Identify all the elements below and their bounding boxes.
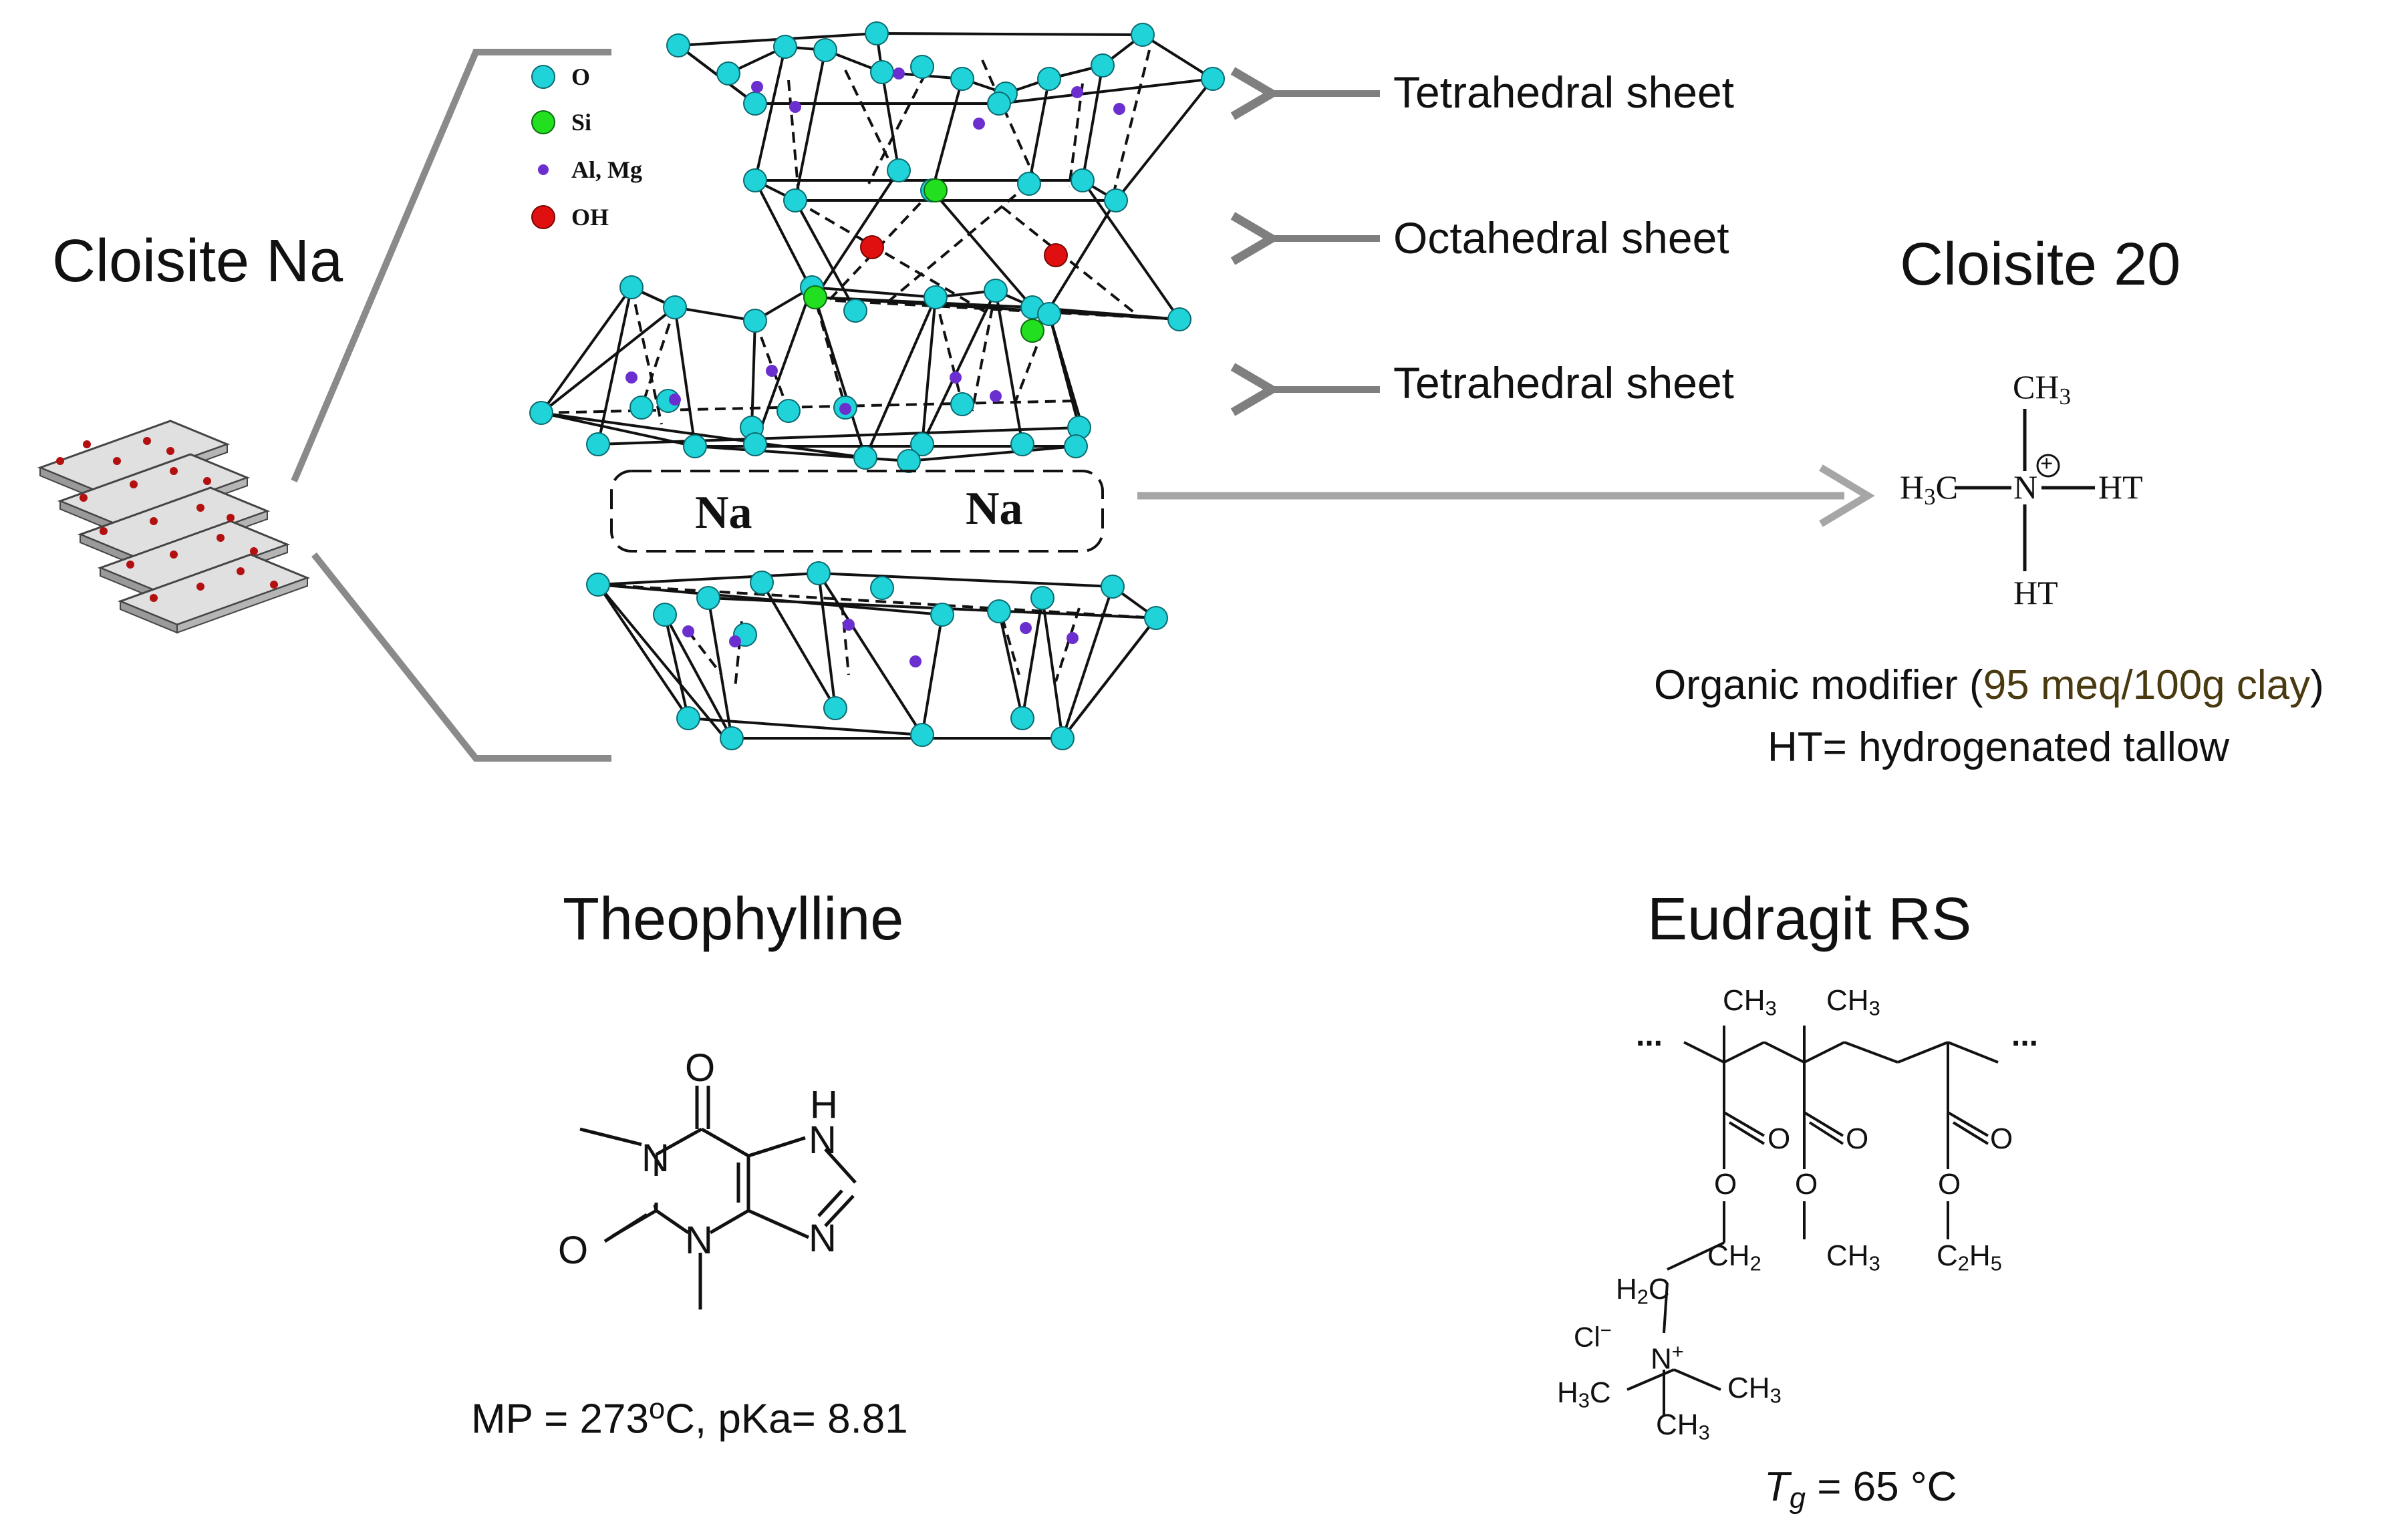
legend-o-label: O bbox=[571, 63, 591, 90]
eudragit-ch3-a: CH3 bbox=[1723, 984, 1777, 1020]
na-cation-right: Na bbox=[966, 483, 1023, 534]
theophylline-n1: N bbox=[642, 1136, 670, 1180]
legend-si-label: Si bbox=[571, 109, 592, 136]
modifier-value: 95 meq/100g clay bbox=[1983, 662, 2311, 708]
theophylline-o-top: O bbox=[685, 1046, 716, 1090]
eudragit-ch2: CH2 bbox=[1707, 1239, 1761, 1275]
eudragit-h3c: H3C bbox=[1557, 1376, 1611, 1412]
zoom-bracket bbox=[291, 49, 611, 482]
cloisite20-ht-bottom: HT bbox=[2013, 574, 2058, 611]
eudragit-ester-ch3: CH3 bbox=[1826, 1239, 1880, 1275]
legend-al-mg-label: Al, Mg bbox=[571, 156, 642, 183]
cloisite-na-title: Cloisite Na bbox=[52, 228, 343, 295]
theophylline-n7: N bbox=[809, 1118, 837, 1162]
clay-layer-bottom bbox=[586, 561, 1168, 750]
eudragit-c2h5: C2H5 bbox=[1937, 1239, 2002, 1275]
theophylline-n9: N bbox=[809, 1217, 837, 1260]
sheet-arrows bbox=[1266, 94, 1380, 390]
cloisite20-h3c: H3C bbox=[1900, 468, 1958, 510]
cloisite20-ch3: CH3 bbox=[2013, 368, 2071, 410]
clay-layer-top bbox=[529, 21, 1225, 473]
eudragit-n-ch3-bottom: CH3 bbox=[1656, 1408, 1710, 1444]
eudragit-ch3-b: CH3 bbox=[1826, 984, 1880, 1020]
theophylline-o-left: O bbox=[558, 1229, 589, 1272]
legend-si-swatch bbox=[531, 110, 555, 134]
eudragit-nitrogen: N+ bbox=[1651, 1340, 1684, 1376]
theophylline-properties: MP = 273oC, pKa= 8.81 bbox=[471, 1393, 908, 1442]
octahedral-sheet-label: Octahedral sheet bbox=[1393, 213, 1729, 263]
legend-oh-label: OH bbox=[571, 204, 609, 230]
eudragit-tg: Tg = 65 °C bbox=[1764, 1464, 1957, 1515]
cloisite20-ht-right: HT bbox=[2098, 468, 2143, 506]
eudragit-carbonyl-o3: O bbox=[1990, 1122, 2013, 1155]
na-cation-left: Na bbox=[695, 487, 752, 538]
cloisite20-nitrogen: N bbox=[2013, 468, 2038, 506]
theophylline-title: Theophylline bbox=[563, 886, 904, 953]
eudragit-dots-right: ... bbox=[2011, 1018, 2039, 1053]
eudragit-carbonyl-o2: O bbox=[1846, 1122, 1869, 1155]
tetrahedral-sheet-top-label: Tetrahedral sheet bbox=[1393, 67, 1734, 117]
eudragit-carbonyl-o1: O bbox=[1767, 1122, 1791, 1155]
cloisite20-title: Cloisite 20 bbox=[1900, 231, 2181, 298]
theophylline-structure bbox=[579, 1086, 857, 1310]
interlayer-na-box bbox=[610, 470, 1104, 553]
platelet-dots bbox=[56, 437, 278, 602]
tetrahedral-sheet-bottom-label: Tetrahedral sheet bbox=[1393, 358, 1734, 408]
theophylline-n3: N bbox=[685, 1219, 713, 1262]
cloisite20-plus: + bbox=[2040, 452, 2054, 476]
legend bbox=[531, 65, 555, 229]
eudragit-ester-o3: O bbox=[1938, 1168, 1961, 1201]
clay-platelet-stack-icon bbox=[37, 420, 311, 634]
eudragit-structure bbox=[1626, 1026, 1999, 1416]
legend-oh-swatch bbox=[531, 205, 555, 229]
ht-definition-text: HT= hydrogenated tallow bbox=[1767, 724, 2230, 770]
legend-o-swatch bbox=[531, 65, 555, 89]
zoom-bracket-lower bbox=[311, 552, 611, 762]
legend-al-mg-swatch bbox=[538, 164, 549, 175]
cloisite20-structure bbox=[1955, 409, 2095, 571]
eudragit-dots-left: ... bbox=[1636, 1018, 1663, 1053]
eudragit-ester-o2: O bbox=[1795, 1168, 1818, 1201]
platelet-5 bbox=[117, 553, 311, 634]
modification-arrow bbox=[1137, 464, 1875, 527]
eudragit-title: Eudragit RS bbox=[1647, 886, 1972, 953]
eudragit-chloride: Cl− bbox=[1574, 1320, 1612, 1353]
theophylline-h: H bbox=[810, 1083, 838, 1126]
eudragit-n-ch3-right: CH3 bbox=[1727, 1372, 1782, 1408]
organic-modifier-text: Organic modifier (95 meq/100g clay) bbox=[1654, 662, 2324, 708]
eudragit-h2c: H2C bbox=[1616, 1273, 1670, 1309]
eudragit-ester-o1: O bbox=[1714, 1168, 1737, 1201]
